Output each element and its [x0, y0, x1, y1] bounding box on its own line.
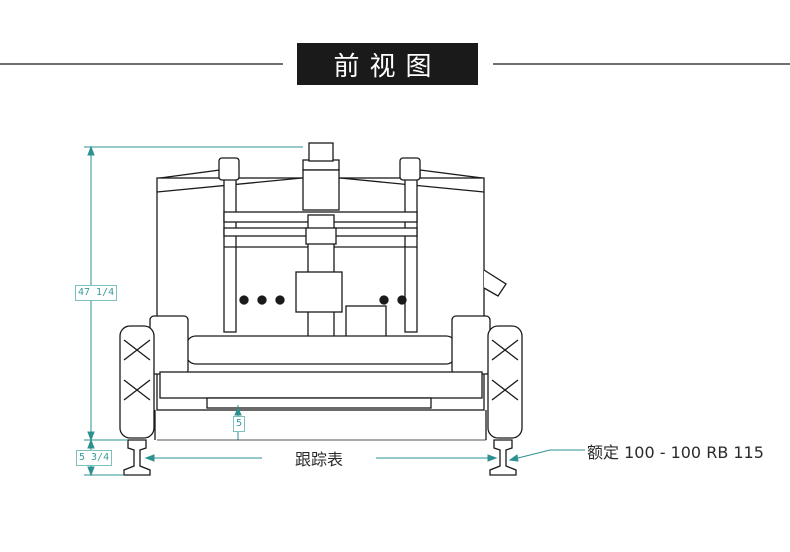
right-rail [489, 439, 517, 476]
dimension-lines [84, 145, 585, 477]
ground-clearance-dimension: 5 [233, 416, 246, 432]
rail-rating-label: 额定 100 - 100 RB 115 [587, 443, 764, 462]
track-gauge-label: 跟踪表 [295, 450, 344, 469]
overall-height-dimension: 47 1/4 [75, 285, 118, 301]
rail-height-dimension: 5 3/4 [76, 450, 113, 466]
page-title: 前视图 [297, 43, 478, 85]
machine-body [119, 142, 523, 440]
left-rail [123, 439, 151, 476]
